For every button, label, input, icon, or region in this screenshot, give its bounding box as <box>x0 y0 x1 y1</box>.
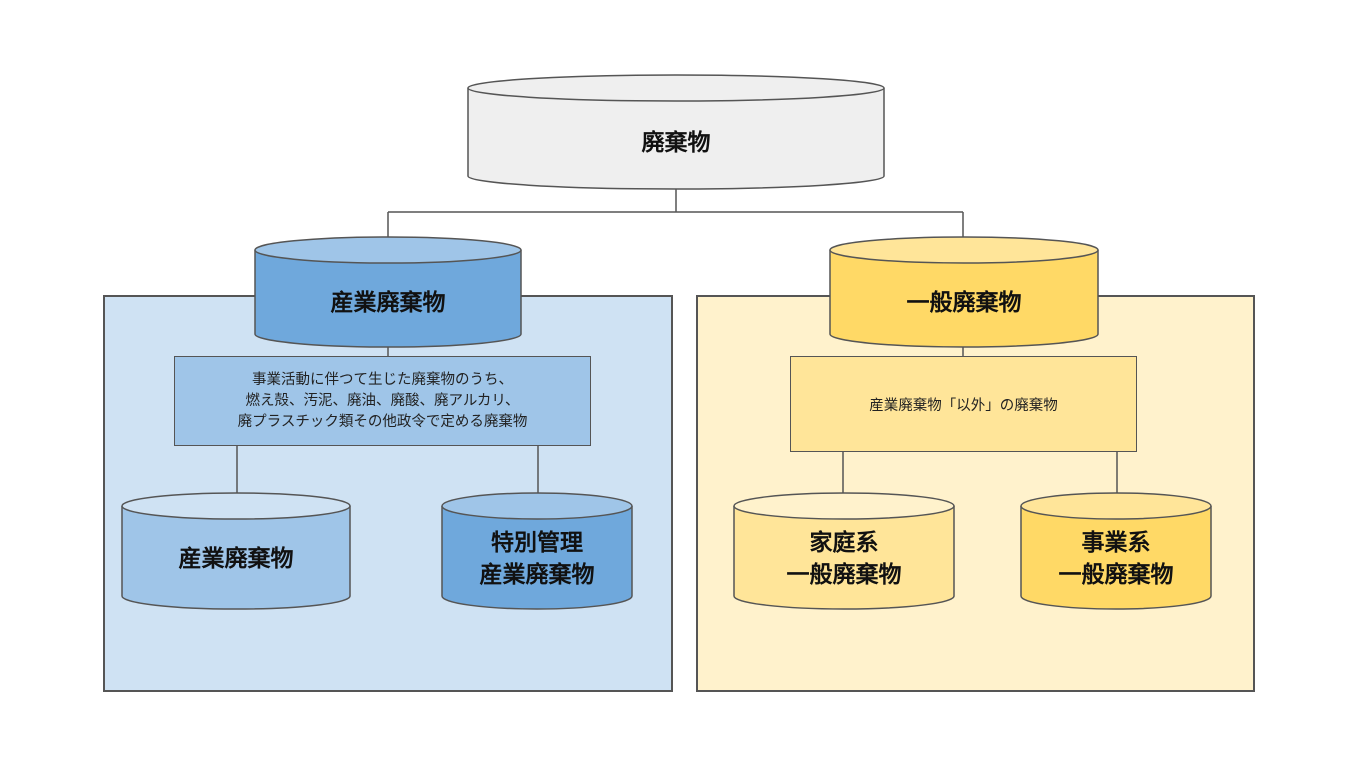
root-label: 廃棄物 <box>641 130 711 156</box>
general-child-label-1: 家庭系 一般廃棄物 <box>786 530 902 588</box>
industrial-title-cylinder <box>254 236 522 348</box>
industrial-definition-box: 事業活動に伴つて生じた廃棄物のうち、 燃え殻、汚泥、廃油、廃酸、廃アルカリ、 廃… <box>174 356 591 446</box>
industrial-title-label: 産業廃棄物 <box>330 290 446 316</box>
industrial-child-cylinder-1 <box>121 492 351 610</box>
general-definition-box: 産業廃棄物「以外」の廃棄物 <box>790 356 1137 452</box>
root-connector <box>387 188 964 248</box>
industrial-child-cylinder-2 <box>441 492 633 610</box>
general-title-label: 一般廃棄物 <box>906 290 1022 316</box>
industrial-child-label-2: 特別管理 産業廃棄物 <box>479 530 595 588</box>
general-child-label-2: 事業系 一般廃棄物 <box>1058 530 1174 588</box>
general-child-cylinder-2 <box>1020 492 1212 610</box>
general-child-cylinder-1 <box>733 492 955 610</box>
general-title-cylinder <box>829 236 1099 348</box>
industrial-child-label-1: 産業廃棄物 <box>178 546 294 572</box>
root-cylinder <box>467 74 885 190</box>
